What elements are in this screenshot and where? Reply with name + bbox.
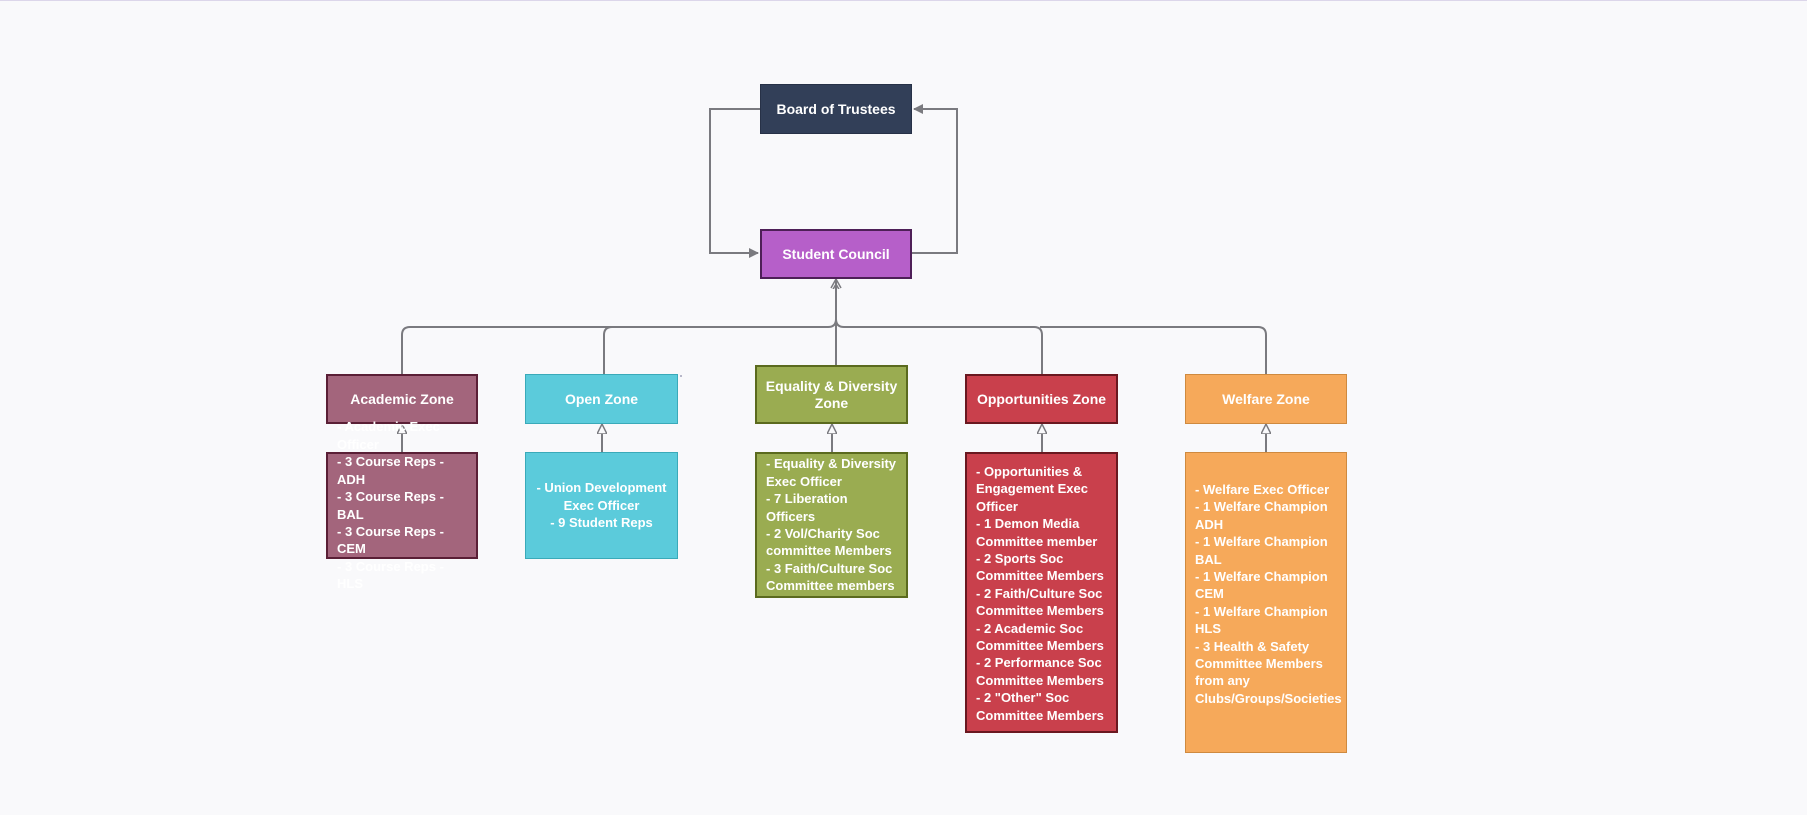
detail-line: - Welfare Exec Officer — [1195, 482, 1330, 497]
detail-line: - 7 Liberation Officers — [766, 491, 848, 524]
board-of-trustees-node[interactable]: Board of Trustees — [760, 84, 912, 134]
detail-line: - 3 Course Reps - ADH — [337, 454, 444, 487]
board-of-trustees-label: Board of Trustees — [776, 100, 896, 117]
detail-line: - 2 Vol/Charity Soc committee Members — [766, 526, 892, 559]
equality-diversity-zone-node[interactable]: Equality & Diversity Zone — [755, 365, 908, 424]
opportunities-zone-details-list: - Opportunities & Engagement Exec Office… — [976, 463, 1107, 724]
detail-line: - 1 Welfare Champion BAL — [1195, 534, 1328, 567]
opportunities-zone-details[interactable]: - Opportunities & Engagement Exec Office… — [965, 452, 1118, 733]
window-top-border — [0, 0, 1807, 1]
connector-opportunities-to-council — [835, 318, 1043, 374]
welfare-zone-details[interactable]: - Welfare Exec Officer - 1 Welfare Champ… — [1185, 452, 1347, 753]
connector-academic-to-council — [401, 279, 837, 374]
equality-diversity-zone-label: Equality & Diversity Zone — [765, 377, 898, 411]
connector-welfare-to-council — [1040, 326, 1267, 374]
detail-line: - 1 Demon Media Committee member — [976, 516, 1098, 549]
open-zone-label: Open Zone — [564, 390, 639, 407]
student-council-node[interactable]: Student Council — [760, 229, 912, 279]
detail-line: - 1 Welfare Champion CEM — [1195, 569, 1328, 602]
open-zone-node[interactable]: Open Zone — [525, 374, 678, 424]
welfare-zone-node[interactable]: Welfare Zone — [1185, 374, 1347, 424]
detail-line: - 3 Faith/Culture Soc Committee members — [766, 560, 895, 594]
equality-diversity-zone-details[interactable]: - Equality & Diversity Exec Officer - 7 … — [755, 452, 908, 598]
open-zone-details-list: - Union Development Exec Officer - 9 Stu… — [535, 479, 668, 531]
detail-line: - Equality & Diversity Exec Officer — [766, 456, 897, 489]
opportunities-zone-node[interactable]: Opportunities Zone — [965, 374, 1118, 424]
connector-open-to-council — [603, 326, 613, 374]
academic-zone-details-list: - Academic Exec Officer - 3 Course Reps … — [337, 418, 467, 592]
connector-board-to-council — [709, 108, 760, 258]
academic-zone-node[interactable]: Academic Zone — [326, 374, 478, 424]
welfare-zone-details-list: - Welfare Exec Officer - 1 Welfare Champ… — [1195, 481, 1342, 707]
detail-line: - 1 Welfare Champion HLS — [1195, 603, 1328, 637]
detail-line: - 3 Course Reps - BAL — [337, 489, 444, 522]
detail-line: - 2 Faith/Culture Soc Committee Members — [976, 585, 1104, 619]
detail-line: - 2 "Other" Soc Committee Members — [976, 690, 1104, 723]
opportunities-zone-label: Opportunities Zone — [976, 390, 1107, 407]
detail-line: - 2 Performance Soc Committee Members — [976, 655, 1104, 688]
academic-zone-label: Academic Zone — [350, 390, 454, 407]
welfare-zone-label: Welfare Zone — [1222, 390, 1310, 407]
detail-line: - 9 Student Reps — [550, 515, 653, 531]
detail-line: - 2 Sports Soc Committee Members — [976, 551, 1104, 584]
detail-line: - Union Development Exec Officer — [536, 480, 667, 513]
stray-dot — [680, 375, 682, 377]
open-zone-details[interactable]: - Union Development Exec Officer - 9 Stu… — [525, 452, 678, 559]
detail-line: - 1 Welfare Champion ADH — [1195, 499, 1328, 532]
detail-line: - 3 Course Reps - HLS — [337, 558, 444, 592]
detail-line: - 2 Academic Soc Committee Members — [976, 620, 1104, 654]
equality-diversity-zone-details-list: - Equality & Diversity Exec Officer - 7 … — [766, 455, 897, 594]
detail-line: - 3 Health & Safety Committee Members fr… — [1195, 638, 1342, 706]
academic-zone-details[interactable]: - Academic Exec Officer - 3 Course Reps … — [326, 419, 478, 591]
detail-line: - Opportunities & Engagement Exec Office… — [976, 464, 1088, 514]
detail-line: - Academic Exec Officer — [337, 419, 440, 452]
detail-line: - 3 Course Reps - CEM — [337, 523, 444, 557]
student-council-label: Student Council — [782, 245, 890, 262]
connector-council-to-board — [912, 104, 958, 254]
